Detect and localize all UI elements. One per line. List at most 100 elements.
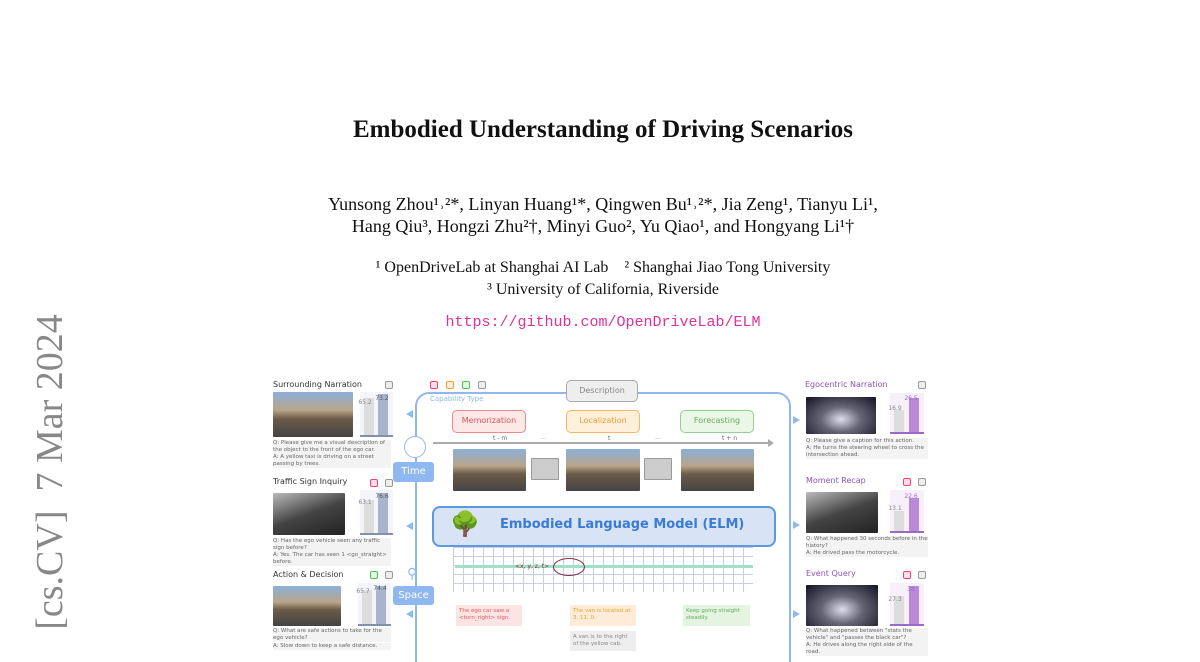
question-text: Q: Please give me a visual description o… <box>273 440 391 454</box>
bar-label: 63.1 <box>358 499 372 506</box>
trajectory-line <box>455 565 753 568</box>
checkbox-description <box>478 381 486 389</box>
panel-image <box>273 392 353 437</box>
ellipsis: ... <box>655 434 661 441</box>
time-button: Time <box>393 462 434 482</box>
bar-chart <box>360 392 393 437</box>
output-memorization: The ego car saw a <turn_right> sign. <box>456 605 522 626</box>
answer-text: A: A yellow taxi is driving on a street … <box>273 454 391 468</box>
frame-image-current <box>566 449 640 491</box>
bar-label: 73.2 <box>375 395 389 402</box>
authors-line-2: Hang Qiu³, Hongzi Zhu²†, Minyi Guo², Yu … <box>351 216 855 236</box>
checkbox-memorization <box>903 478 911 486</box>
bar-label: 27.3 <box>888 596 902 603</box>
arrow-right-icon <box>793 521 800 529</box>
checkbox-description <box>385 479 393 487</box>
forecasting-box: Forecasting <box>680 410 754 433</box>
paper-title: Embodied Understanding of Driving Scenar… <box>352 116 854 143</box>
frame-image-future <box>681 449 754 491</box>
bar-chart <box>890 583 924 626</box>
ellipsis: ... <box>541 434 547 441</box>
answer-text: A: Slow down to keep a safe distance. <box>273 643 391 650</box>
frames-stack-icon <box>531 458 559 480</box>
bar-elm <box>378 493 388 533</box>
affiliations-line-1: ¹ OpenDriveLab at Shanghai AI Lab ² Shan… <box>375 259 831 276</box>
bar-label: 74.4 <box>373 585 387 592</box>
panel-image <box>806 492 878 533</box>
time-label-t-plus-n: t + n <box>722 435 737 442</box>
memorization-box: Memorization <box>452 410 526 433</box>
bar-elm <box>909 586 919 624</box>
output-localization: The van is located at 3, 11, 0. <box>570 605 636 626</box>
panel-image <box>806 397 876 434</box>
question-text: Q: Has the ego vehicle seen any traffic … <box>273 538 391 552</box>
location-pin-icon: ⚲ <box>407 566 418 582</box>
bar-label: 65.2 <box>358 399 372 406</box>
description-box: Description <box>566 380 638 402</box>
question-text: Q: What are safe actions to take for the… <box>273 628 391 642</box>
bar-baseline <box>364 500 374 533</box>
panel-title: Event Query <box>806 569 856 578</box>
checkbox-description <box>385 571 393 579</box>
checkbox-description <box>385 381 393 389</box>
authors-line-1: Yunsong Zhou¹˒²*, Linyan Huang¹*, Qingwe… <box>328 194 878 214</box>
panel-image <box>273 493 345 535</box>
panel-title: Egocentric Narration <box>805 380 888 389</box>
checkbox-description <box>918 381 926 389</box>
time-label-t-minus-m: t - m <box>493 435 508 442</box>
bar-elm <box>909 498 919 531</box>
affiliations-line-2: ³ University of California, Riverside <box>487 281 719 298</box>
timeline-axis <box>433 442 768 444</box>
bar-label: 38 <box>907 586 915 593</box>
bar-label: 22.6 <box>904 493 918 500</box>
arrow-left-icon <box>406 410 413 418</box>
checkbox-memorization <box>370 479 378 487</box>
bar-chart <box>358 583 391 626</box>
panel-title: Action & Decision <box>273 570 344 579</box>
github-link[interactable]: https://github.com/OpenDriveLab/ELM <box>445 314 761 331</box>
coordinate-label: <x, y, z, t> <box>515 563 550 570</box>
checkbox-forecasting <box>462 381 470 389</box>
bar-label: 13.1 <box>888 505 902 512</box>
frames-stack-icon <box>644 458 672 480</box>
frame-image-past <box>453 449 526 491</box>
bar-label: 65.7 <box>356 588 370 595</box>
question-text: Q: What happened between "stats the vehi… <box>806 628 928 642</box>
answer-text: A: He drived pass the motorcycle. <box>806 550 928 557</box>
bar-elm <box>909 398 919 432</box>
checkbox-memorization <box>903 571 911 579</box>
bev-grid <box>453 547 753 592</box>
tree-icon: 🌳 <box>450 510 480 538</box>
arrow-left-icon <box>406 610 413 618</box>
checkbox-forecasting <box>370 571 378 579</box>
output-forecasting: Keep going straight steadily. <box>683 605 750 626</box>
space-button: Space <box>393 586 434 605</box>
clock-icon <box>404 436 426 458</box>
checkbox-description <box>918 478 926 486</box>
panel-image <box>806 585 878 626</box>
bar-chart <box>890 393 924 434</box>
question-text: Q: What happened 30 seconds before in th… <box>806 536 928 550</box>
bar-elm <box>378 394 388 435</box>
bar-baseline <box>362 590 372 624</box>
localization-box: Localization <box>566 410 640 433</box>
question-text: Q: Please give a caption for this action… <box>806 438 928 445</box>
bar-baseline <box>364 398 374 435</box>
panel-title: Surrounding Narration <box>273 380 362 389</box>
bar-chart <box>890 490 924 533</box>
bar-label: 76.6 <box>375 493 389 500</box>
bar-baseline <box>894 511 904 531</box>
answer-text: A: He turns the steering wheel to cross … <box>806 445 928 459</box>
timeline-arrow-icon <box>768 439 774 447</box>
legend-checkboxes <box>430 381 486 389</box>
elm-box <box>432 506 776 547</box>
arrow-right-icon <box>793 610 800 618</box>
elm-label: Embodied Language Model (ELM) <box>500 517 745 532</box>
checkbox-memorization <box>430 381 438 389</box>
checkbox-description <box>918 571 926 579</box>
bar-baseline <box>894 410 904 432</box>
bar-chart <box>360 490 393 535</box>
panel-image <box>273 586 341 626</box>
bar-baseline <box>894 596 904 624</box>
capability-type-label: Capability Type <box>430 395 484 403</box>
